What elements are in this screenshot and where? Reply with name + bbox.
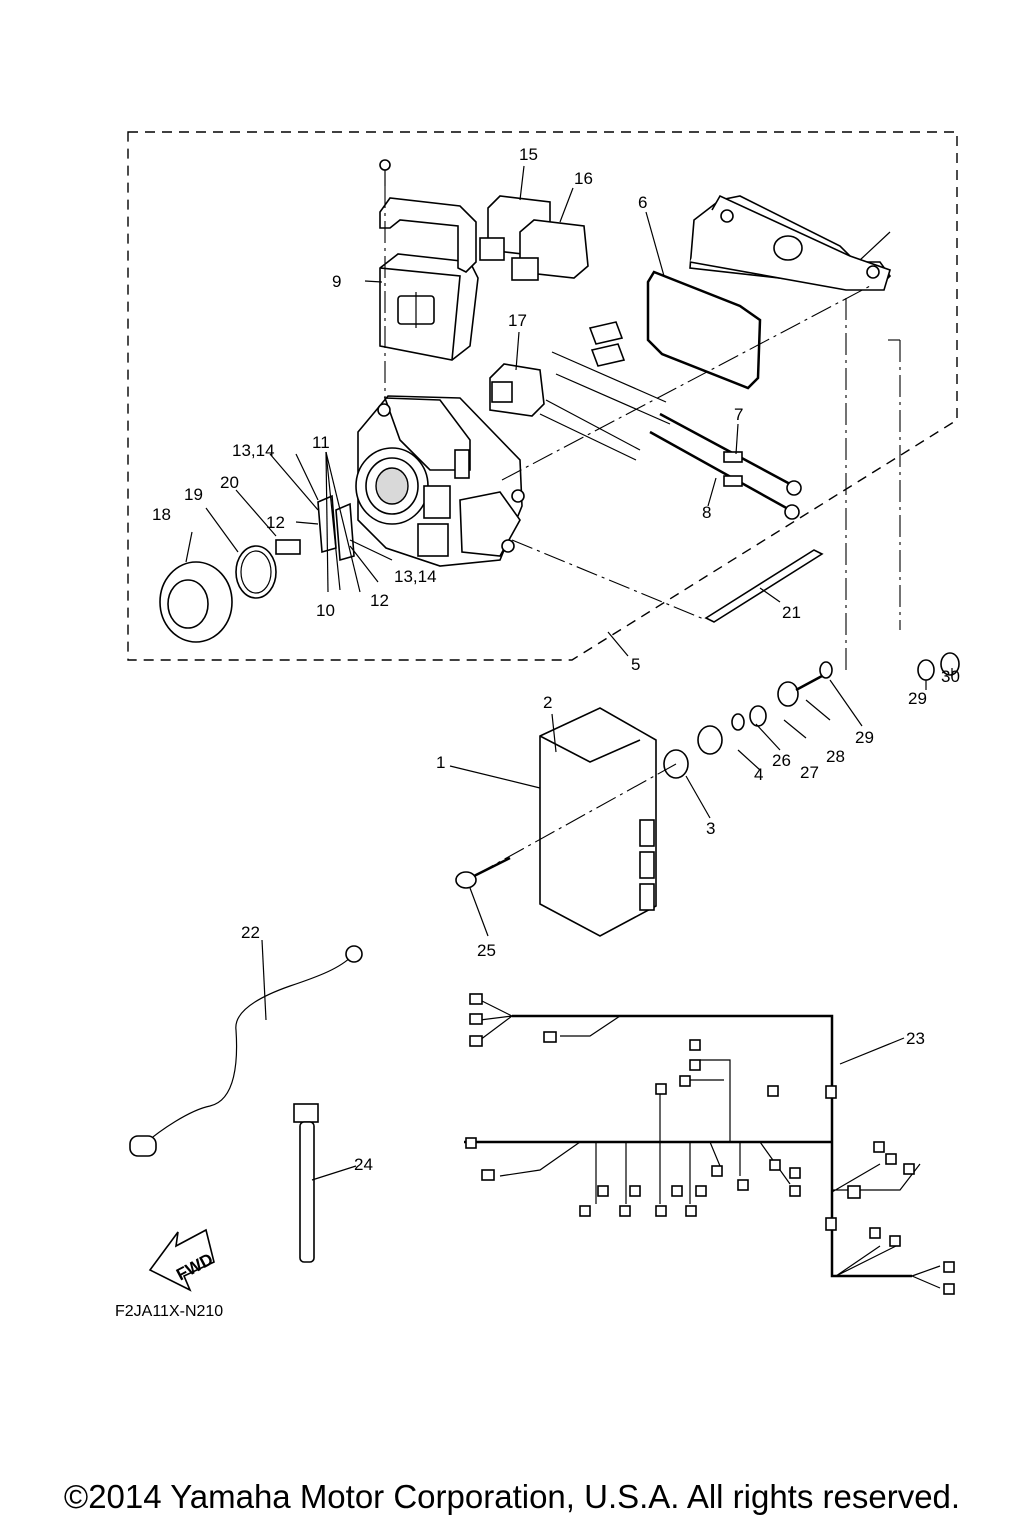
callout-9: 9 [332,272,341,291]
callout-22: 22 [241,923,260,942]
callout-29b: 29 [908,689,927,708]
fittings [539,321,671,461]
part-22-cable [129,945,363,1157]
leader-lines [185,165,953,1181]
part-1-ecu [539,707,657,937]
parts-29-30 [917,652,960,681]
part-6-gasket [646,270,762,390]
callout-29a: 29 [855,728,874,747]
mounting-hardware [663,661,833,779]
callout-27: 27 [800,763,819,782]
callout-5: 5 [631,655,640,674]
callout-2: 2 [543,693,552,712]
part-21-strap [704,549,824,623]
callout-28: 28 [826,747,845,766]
callout-24: 24 [354,1155,373,1174]
callout-12a: 12 [266,513,285,532]
assembly-boundary [127,131,958,661]
callout-20: 20 [220,473,239,492]
part-18-19-cap [159,545,277,643]
callout-15: 15 [519,145,538,164]
callout-17: 17 [508,311,527,330]
cover-plate [689,194,892,291]
diagram-code: F2JA11X-N210 [115,1303,223,1320]
callout-30: 30 [941,667,960,686]
callout-labels: 1 2 3 4 5 6 7 8 9 10 11 12 12 13,14 13,1… [152,145,960,1174]
callout-19: 19 [184,485,203,504]
callout-8: 8 [702,503,711,522]
callout-10: 10 [316,601,335,620]
callout-13-14a: 13,14 [232,441,275,460]
centre-lines [384,186,901,877]
callout-12b: 12 [370,591,389,610]
callout-1: 1 [436,753,445,772]
callout-7: 7 [734,405,743,424]
callout-26: 26 [772,751,791,770]
part-25-bolt [455,856,511,889]
callout-18: 18 [152,505,171,524]
part-23-harness [464,993,955,1295]
callout-6: 6 [638,193,647,212]
part-24-cable-tie [293,1103,319,1263]
part-9-cover [379,253,479,361]
fwd-arrow: FWD [148,1228,216,1292]
callout-23: 23 [906,1029,925,1048]
throttle-body [355,395,525,567]
callout-21: 21 [782,603,801,622]
bracket [379,159,477,273]
part-17-sensor [489,363,545,417]
callout-13-14b: 13,14 [394,567,437,586]
part-15-16-relays [479,195,589,281]
copyright-notice: ©2014 Yamaha Motor Corporation, U.S.A. A… [63,1478,961,1515]
callout-4: 4 [754,765,763,784]
parts-7-8-rods [649,412,802,520]
callout-16: 16 [574,169,593,188]
callout-3: 3 [706,819,715,838]
callout-25: 25 [477,941,496,960]
callout-11: 11 [312,433,330,452]
